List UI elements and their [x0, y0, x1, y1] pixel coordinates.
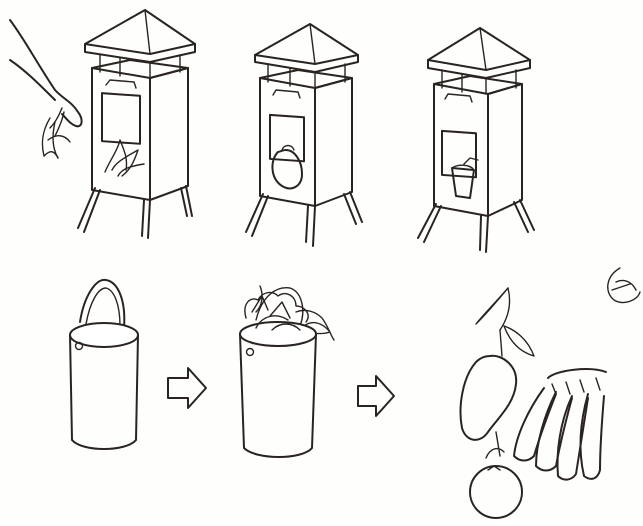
compost-bin-3	[418, 28, 534, 252]
banana-bunch-stem	[548, 369, 606, 378]
arrow-right-2	[358, 376, 394, 416]
filled-bucket	[240, 286, 334, 457]
empty-bucket	[70, 280, 138, 449]
arrow-right-1	[168, 368, 206, 408]
compost-bin-1	[78, 10, 195, 238]
orange	[470, 466, 522, 518]
hand-dropping-peels	[10, 20, 82, 158]
compost-bin-2	[246, 24, 362, 246]
fruits	[461, 268, 640, 518]
mango	[461, 356, 517, 440]
